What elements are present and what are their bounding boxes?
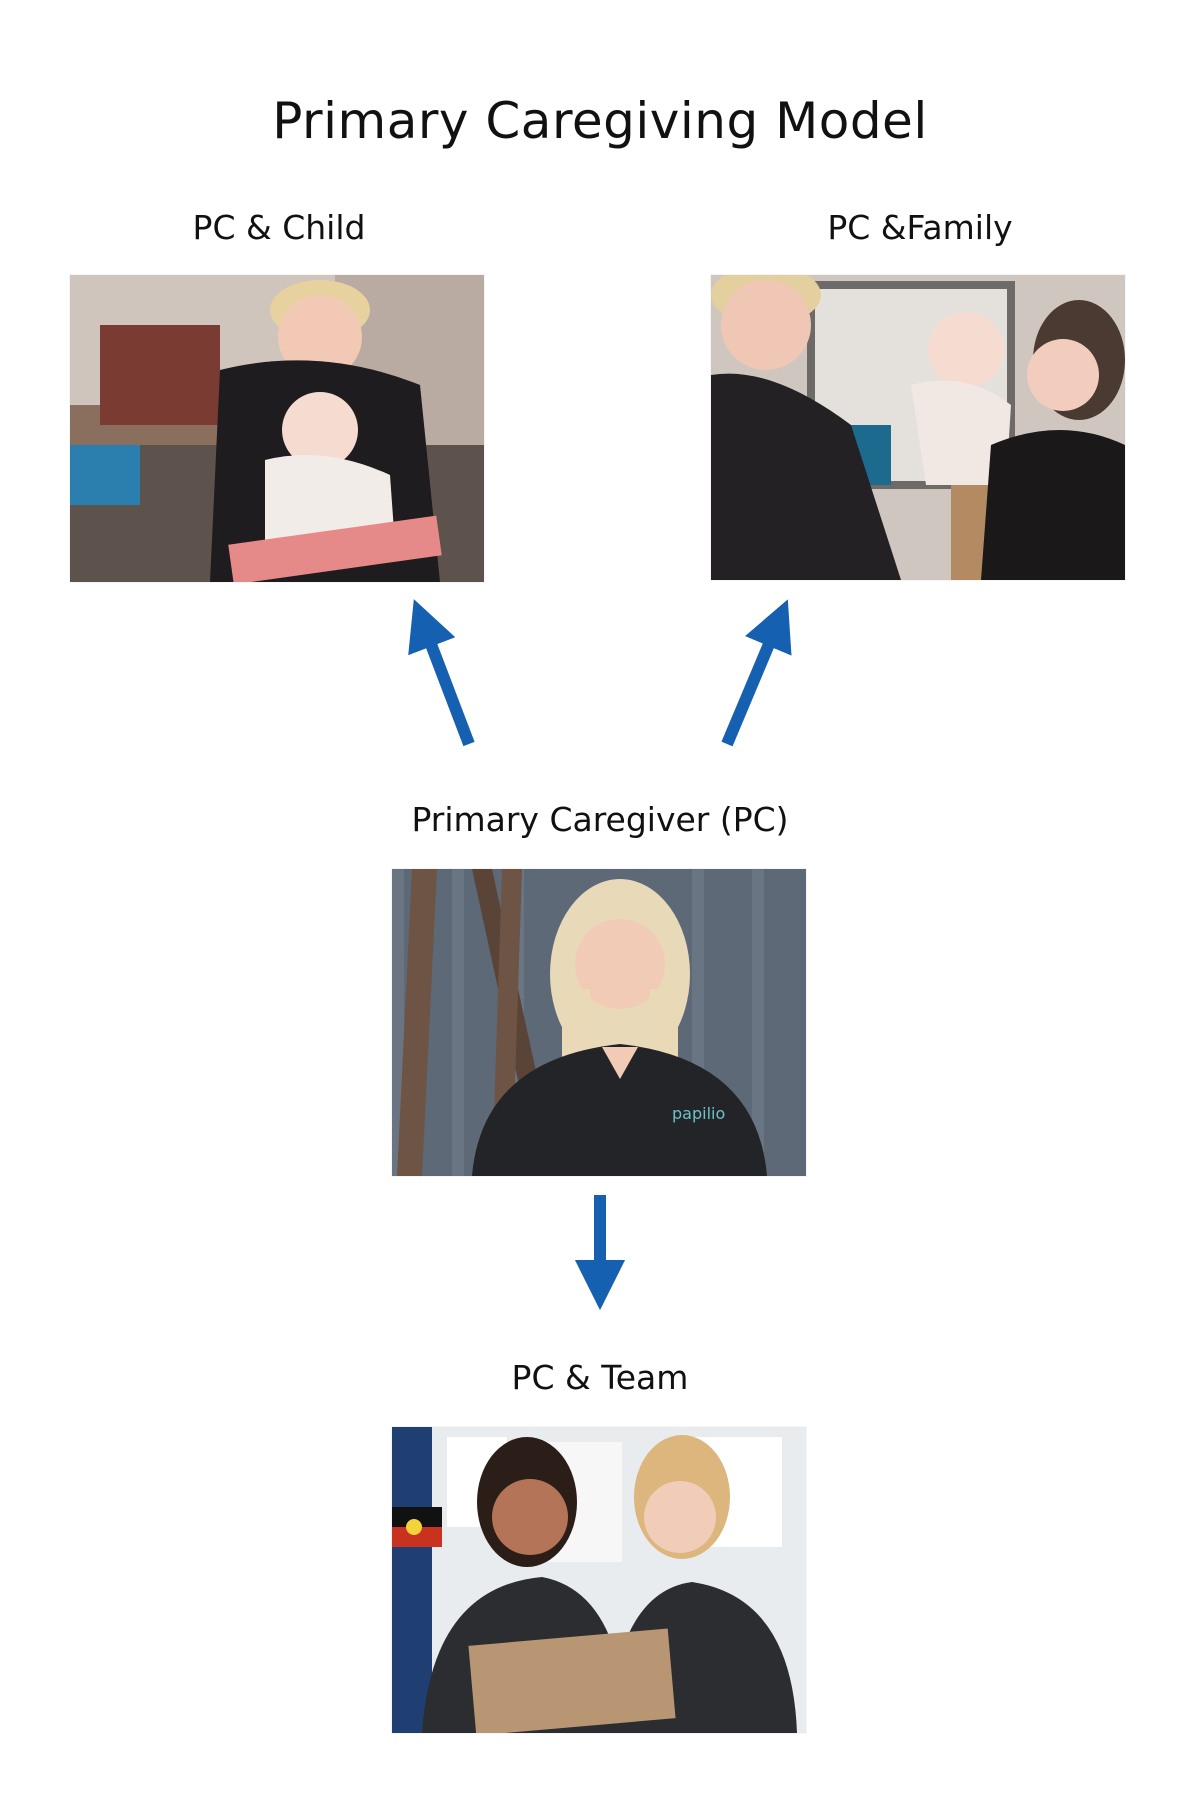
svg-text:papilio: papilio	[672, 1104, 725, 1123]
label-pc-child: PC & Child	[192, 208, 366, 247]
label-pc-team: PC & Team	[511, 1358, 689, 1397]
label-primary-caregiver: Primary Caregiver (PC)	[411, 800, 789, 839]
photo-primary-caregiver: papilio	[392, 869, 806, 1176]
arrow-pc-to-family	[721, 599, 792, 747]
label-pc-family: PC &Family	[827, 208, 1013, 247]
photo-pc-family	[711, 275, 1125, 580]
photo-pc-child	[70, 275, 484, 582]
photo-pc-team	[392, 1427, 806, 1733]
arrow-pc-to-child	[408, 599, 475, 747]
page-title: Primary Caregiving Model	[272, 92, 928, 150]
